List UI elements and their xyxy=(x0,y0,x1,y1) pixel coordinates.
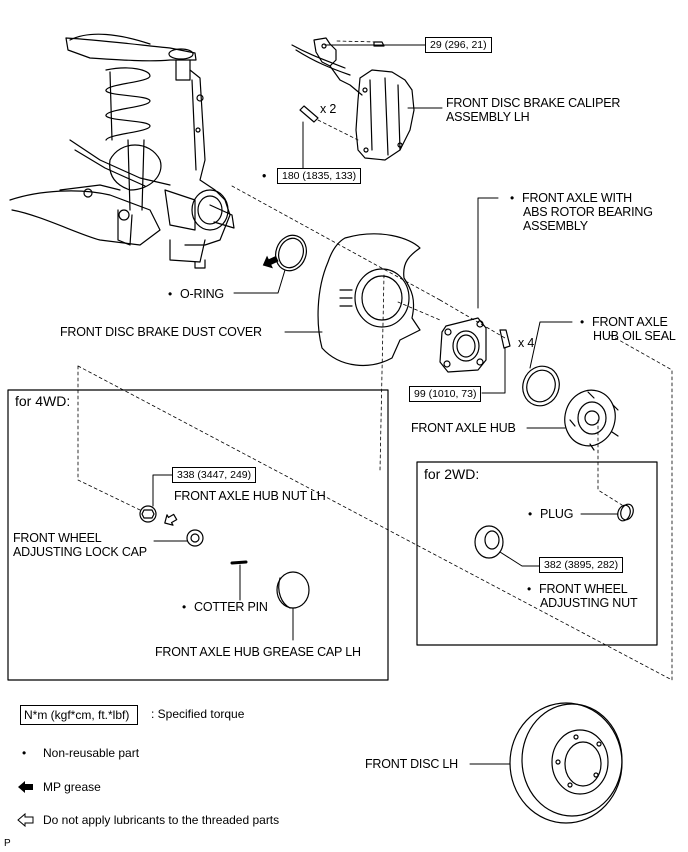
legend-no-lube-icon xyxy=(17,812,34,828)
qty-caliper-bolt: x 2 xyxy=(320,102,337,116)
oil-seal-shape xyxy=(522,365,560,407)
torque-caliper-bolt: 180 (1835, 133) xyxy=(277,168,362,184)
plug-shape xyxy=(617,503,634,522)
bearing-assembly-shape xyxy=(439,317,487,373)
label-bearing: FRONT AXLE WITH xyxy=(510,191,632,205)
label-disc: FRONT DISC LH xyxy=(365,757,459,771)
legend-bullet-icon: • xyxy=(22,746,27,760)
steering-knuckle-assembly xyxy=(9,33,235,269)
caliper-assembly xyxy=(291,37,415,161)
torque-hub-nut: 338 (3447, 249) xyxy=(172,467,257,483)
label-caliper: FRONT DISC BRAKE CALIPER ASSEMBLY LH xyxy=(446,96,621,124)
legend-mp-grease: MP grease xyxy=(43,780,101,794)
label-o-ring: O-RING xyxy=(168,287,224,301)
legend-no-lube: Do not apply lubricants to the threaded … xyxy=(43,813,280,827)
lock-cap-shape xyxy=(186,529,204,547)
label-grease-cap: FRONT AXLE HUB GREASE CAP LH xyxy=(155,645,361,659)
legend-torque-box: N*m (kgf*cm, ft.*lbf) xyxy=(20,705,139,725)
box-2wd-frame xyxy=(416,461,658,646)
label-axle-hub: FRONT AXLE HUB xyxy=(411,421,516,435)
label-adjusting-nut-line2: ADJUSTING NUT xyxy=(540,596,638,610)
box-2wd-title: for 2WD: xyxy=(424,466,480,482)
cotter-pin-shape xyxy=(230,560,248,565)
label-dust-cover: FRONT DISC BRAKE DUST COVER xyxy=(60,325,262,339)
label-plug: PLUG xyxy=(528,507,573,521)
torque-caliper-sensor-bolt: 29 (296, 21) xyxy=(425,37,492,53)
label-bearing-line2: ABS ROTOR BEARING xyxy=(523,205,653,219)
torque-bearing-bolt: 99 (1010, 73) xyxy=(409,386,482,402)
label-bearing-line3: ASSEMBLY xyxy=(523,219,588,233)
label-oil-seal-line2: HUB OIL SEAL xyxy=(593,329,676,343)
torque-adjusting-nut: 382 (3895, 282) xyxy=(539,557,624,573)
bullet-caliper-bolt: • xyxy=(262,169,267,183)
box-4wd-frame xyxy=(7,389,389,681)
axle-hub-shape xyxy=(564,389,619,451)
sheet-marker: P xyxy=(4,838,11,849)
qty-bearing-bolt: x 4 xyxy=(518,336,535,350)
adjusting-nut-shape xyxy=(474,525,504,559)
o-ring-shape xyxy=(275,234,307,272)
mp-grease-arrow-icon xyxy=(262,255,279,269)
label-lock-cap: FRONT WHEEL ADJUSTING LOCK CAP xyxy=(13,531,147,559)
legend-non-reusable: Non-reusable part xyxy=(43,746,140,760)
label-adjusting-nut: FRONT WHEEL xyxy=(527,582,628,596)
label-hub-nut: FRONT AXLE HUB NUT LH xyxy=(174,489,326,503)
legend-mp-grease-icon xyxy=(18,781,33,793)
no-lube-arrow-icon xyxy=(164,513,178,526)
box-4wd-title: for 4WD: xyxy=(15,393,71,409)
grease-cap-shape xyxy=(276,571,310,609)
hub-nut-shape xyxy=(139,505,157,523)
dust-cover-shape xyxy=(317,233,421,367)
label-oil-seal: FRONT AXLE xyxy=(580,315,668,329)
disc-shape xyxy=(509,702,623,824)
label-cotter-pin: COTTER PIN xyxy=(182,600,268,614)
legend-torque-desc: : Specified torque xyxy=(151,707,245,721)
